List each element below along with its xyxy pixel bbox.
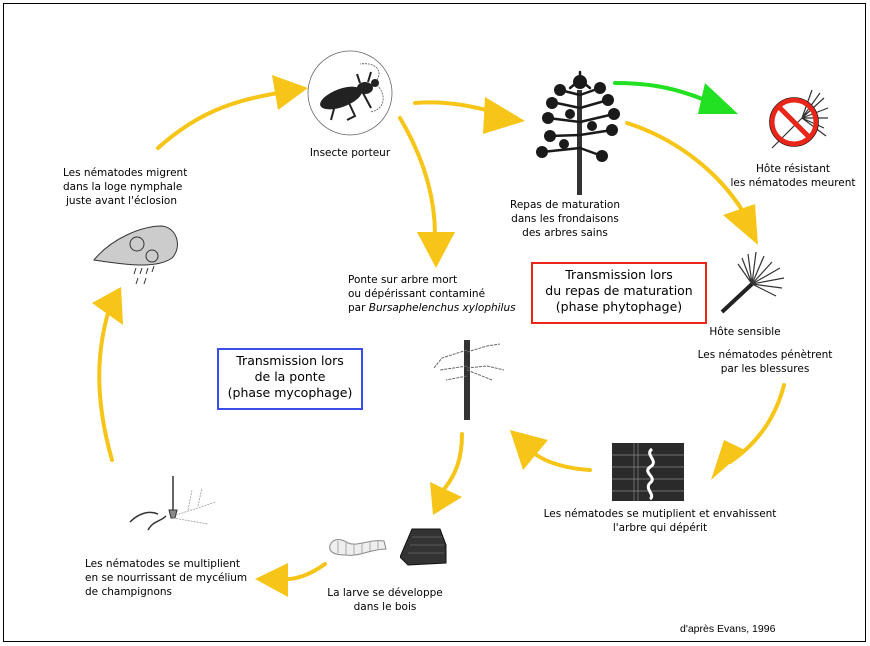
- box-mycophage-transmission: Transmission lors de la ponte (phase myc…: [217, 348, 363, 410]
- invasion-line-1: Les nématodes se mutiplient et envahisse…: [543, 508, 777, 520]
- arrow-invasion-to-deadtree-head: [510, 430, 548, 470]
- arrow-insect-to-deadtree-shaft: [398, 116, 437, 237]
- oviposition-line-3: par Bursaphelenchus xylophilus: [348, 301, 516, 315]
- arrow-tree-to-sensitive-head: [723, 204, 758, 245]
- resistant-label: Hôte résistant les nématodes meurent: [728, 162, 858, 190]
- arrow-pupa-to-insect-shaft: [156, 90, 287, 150]
- arrow-sensitive-to-invasion-head: [711, 440, 745, 480]
- arrow-deadtree-to-larva-head: [430, 482, 462, 515]
- prohibited-pine-branch-icon: [769, 89, 829, 149]
- box-mycophage-line-3: (phase mycophage): [227, 385, 353, 400]
- box-mycophage-line-1: Transmission lors: [236, 353, 344, 368]
- mycelium-icon: [129, 476, 217, 531]
- arrow-insect-to-tree-head: [483, 97, 525, 134]
- larva-icon: [329, 539, 387, 556]
- arrow-insect-to-deadtree-head: [417, 232, 455, 268]
- pupal-line-3: juste avant l'éclosion: [66, 195, 177, 207]
- invasion-line-2: l'arbre qui dépérit: [612, 522, 708, 534]
- box-phytophage-line-2: du repas de maturation: [545, 283, 693, 298]
- oviposition-label: Ponte sur arbre mort ou dépérissant cont…: [348, 273, 516, 315]
- pine-branch-icon: [720, 251, 785, 314]
- pupa-icon: [93, 225, 178, 285]
- sensitive-label: Les nématodes pénètrent par les blessure…: [685, 348, 845, 376]
- sensitive-line-2: par les blessures: [720, 363, 810, 375]
- arrow-larva-to-mycelium-shaft: [281, 562, 327, 582]
- oviposition-line-2: ou dépérissant contaminé: [348, 288, 486, 300]
- oviposition-line-1: Ponte sur arbre mort: [348, 274, 458, 286]
- arrow-tree-to-resistant-shaft: [613, 81, 707, 102]
- diagram-frame: [3, 3, 866, 642]
- maturation-line-1: Repas de maturation: [510, 199, 620, 211]
- healthy-pine-tree-icon: [536, 70, 620, 195]
- larva-line-1: La larve se développe: [327, 587, 443, 599]
- beetle-icon: [307, 50, 393, 136]
- pupal-line-1: Les nématodes migrent: [63, 167, 188, 179]
- mycelium-label: Les nématodes se multiplient en se nourr…: [85, 557, 247, 599]
- insect-label: Insecte porteur: [309, 147, 391, 159]
- arrow-larva-to-mycelium-head: [255, 563, 288, 597]
- mycelium-line-3: de champignons: [85, 586, 173, 598]
- source-credit: d'après Evans, 1996: [680, 623, 776, 635]
- wood-chip-icon: [400, 528, 447, 566]
- mycelium-line-2: en se nourrissant de mycélium: [85, 572, 248, 584]
- box-phytophage-line-3: (phase phytophage): [555, 299, 683, 314]
- wood-section-nematode-icon: [612, 443, 684, 501]
- maturation-label: Repas de maturation dans les frondaisons…: [505, 198, 625, 240]
- resistant-line-1: Hôte résistant: [756, 163, 830, 175]
- sensitive-line-1: Les nématodes pénètrent: [697, 349, 833, 361]
- box-phytophage-transmission: Transmission lors du repas de maturation…: [531, 262, 707, 324]
- mycelium-line-1: Les nématodes se multiplient: [85, 558, 241, 570]
- dead-tree-icon: [433, 340, 505, 420]
- arrow-deadtree-to-larva-shaft: [443, 432, 464, 490]
- box-mycophage-line-2: de la ponte: [254, 369, 326, 384]
- species-name: Bursaphelenchus xylophilus: [368, 302, 516, 314]
- maturation-line-3: des arbres sains: [522, 227, 608, 239]
- arrow-tree-to-sensitive-shaft: [625, 121, 744, 212]
- arrow-mycelium-to-pupa-head: [92, 287, 123, 325]
- larva-label: La larve se développe dans le bois: [315, 586, 455, 614]
- invasion-label: Les nématodes se mutiplient et envahisse…: [520, 507, 800, 535]
- oviposition-prefix: par: [348, 302, 369, 314]
- resistant-line-2: les nématodes meurent: [730, 177, 856, 189]
- pupal-label: Les nématodes migrent dans la loge nymph…: [63, 166, 187, 208]
- larva-line-2: dans le bois: [353, 601, 417, 613]
- sensitive-title: Hôte sensible: [709, 326, 781, 338]
- box-phytophage-line-1: Transmission lors: [565, 267, 673, 282]
- pupal-line-2: dans la loge nymphale: [63, 181, 183, 193]
- arrow-mycelium-to-pupa-shaft: [97, 298, 114, 462]
- arrow-tree-to-resistant-head: [698, 83, 738, 114]
- arrow-pupa-to-insect-head: [272, 75, 308, 110]
- maturation-line-2: dans les frondaisons: [511, 213, 619, 225]
